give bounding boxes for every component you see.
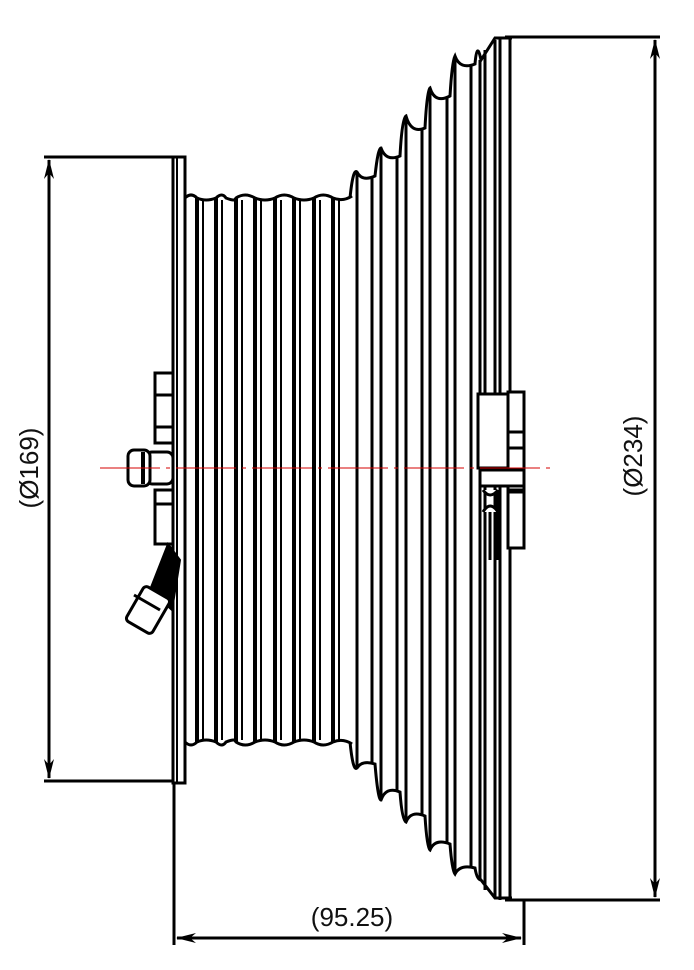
left-diameter-dimension: [44, 155, 176, 783]
small-groove-section: [183, 193, 353, 747]
left-hub-assembly: [124, 371, 182, 635]
width-dimension: [172, 782, 526, 945]
large-groove-section: [348, 36, 512, 900]
width-label: (95.25): [311, 902, 393, 932]
right-diameter-dimension: [505, 35, 660, 902]
right-hub-assembly: [476, 390, 526, 560]
left-flange: [171, 155, 187, 785]
left-diameter-label: (Ø169): [14, 428, 44, 509]
right-diameter-label: (Ø234): [618, 416, 648, 497]
